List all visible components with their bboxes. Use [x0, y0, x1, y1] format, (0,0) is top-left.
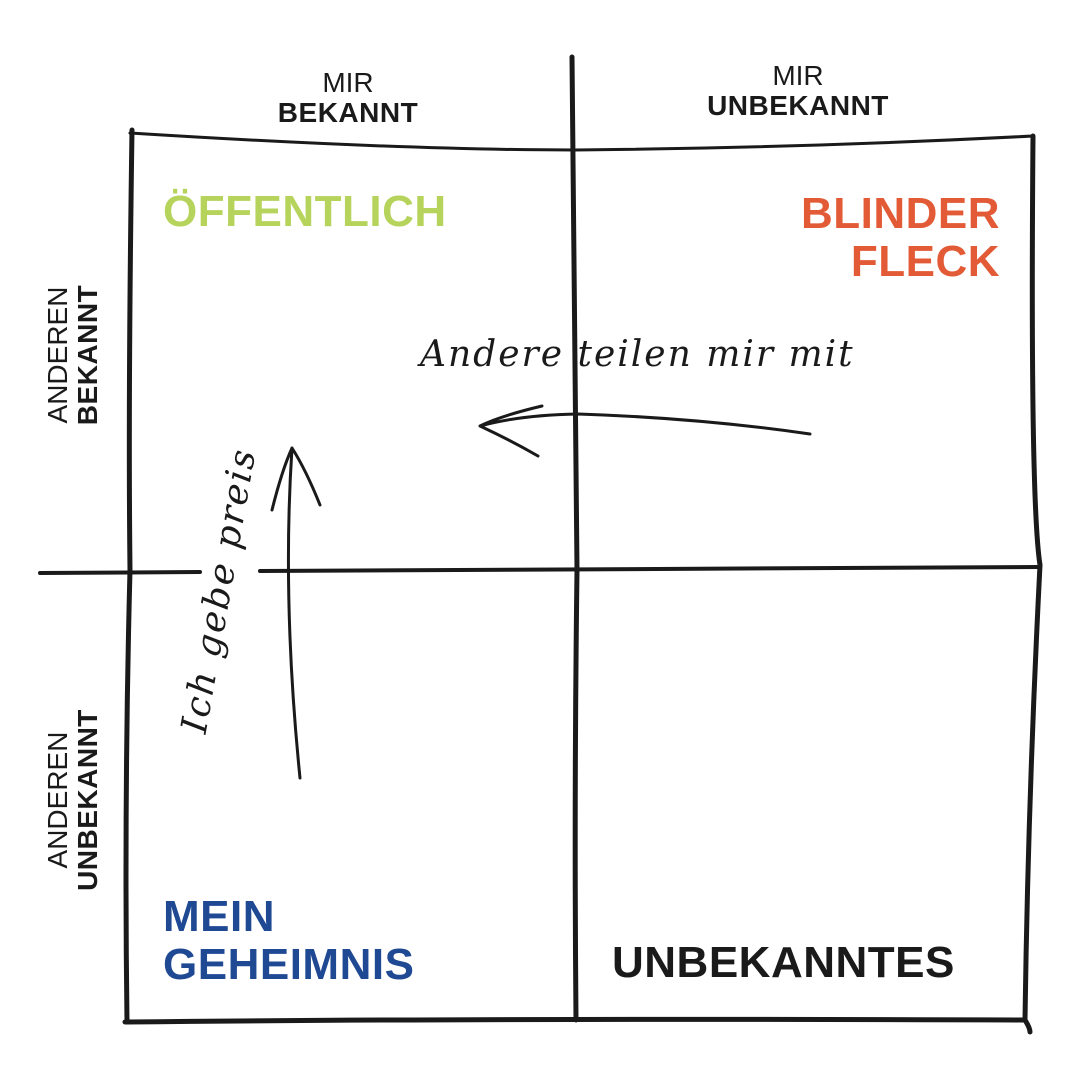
- disclosure-arrow: [270, 446, 322, 780]
- column-header-line2: UNBEKANNT: [707, 90, 889, 121]
- quadrant-blind-spot-title: BLINDER FLECK: [801, 190, 1000, 286]
- row-header-line1: ANDEREN: [42, 286, 73, 424]
- quadrant-title-line1: MEIN: [163, 892, 275, 941]
- quadrant-secret-title: MEIN GEHEIMNIS: [163, 893, 414, 989]
- row-header-line2: UNBEKANNT: [72, 709, 103, 891]
- horizontal-divider-line: [38, 565, 1042, 575]
- feedback-arrow: [478, 404, 812, 458]
- feedback-annotation: Andere teilen mir mit: [420, 334, 855, 375]
- column-header-line1: MIR: [322, 67, 374, 98]
- column-header-known-to-self: MIR BEKANNT: [248, 68, 448, 128]
- bottom-border-line: [122, 1016, 1028, 1025]
- right-border-line: [1022, 133, 1043, 1035]
- quadrant-title-line2: FLECK: [850, 237, 1000, 286]
- row-header-line1: ANDEREN: [42, 731, 73, 869]
- row-header-unknown-to-others: ANDEREN UNBEKANNT: [42, 680, 103, 920]
- column-header-line1: MIR: [772, 60, 824, 91]
- quadrant-public-title: ÖFFENTLICH: [163, 187, 447, 236]
- quadrant-title-line2: GEHEIMNIS: [163, 940, 415, 989]
- column-header-line2: BEKANNT: [277, 97, 419, 128]
- row-header-known-to-others: ANDEREN BEKANNT: [42, 235, 103, 475]
- row-header-line2: BEKANNT: [72, 284, 103, 426]
- quadrant-title-line1: BLINDER: [800, 189, 1000, 238]
- left-border-line: [123, 127, 135, 1025]
- column-header-unknown-to-self: MIR UNBEKANNT: [668, 61, 928, 121]
- vertical-divider-line: [569, 54, 580, 1023]
- top-border-line: [128, 131, 1035, 152]
- quadrant-unknown-title: UNBEKANNTES: [612, 938, 955, 987]
